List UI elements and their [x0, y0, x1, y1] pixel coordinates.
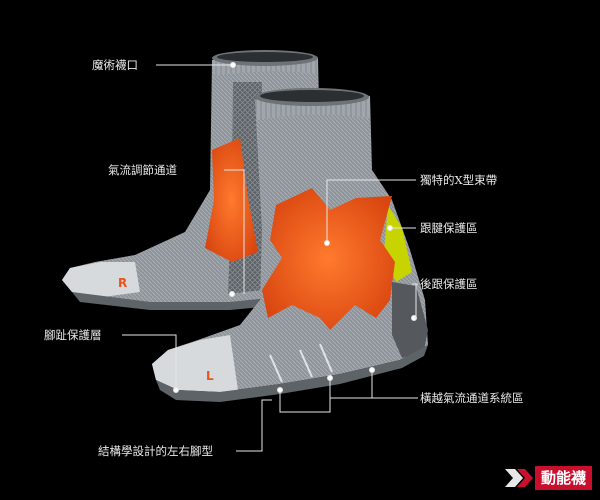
- label-toe-protection: 腳趾保護層: [44, 328, 102, 342]
- right-foot-mark: R: [118, 276, 127, 290]
- label-airflow-channel: 氣流調節通道: [108, 163, 177, 177]
- label-x-band: 獨特的X型束帶: [420, 173, 498, 187]
- right-sock: R: [62, 50, 320, 310]
- label-anatomical-lr: 結構學設計的左右腳型: [98, 444, 213, 458]
- left-foot-mark: L: [206, 369, 214, 383]
- label-heel-protection: 後跟保護區: [420, 277, 478, 291]
- left-sock: L: [152, 88, 428, 402]
- label-achilles-protection: 跟腱保護區: [420, 221, 478, 235]
- brand-name: 動能襪: [534, 466, 592, 490]
- x-logo-icon: [504, 469, 533, 487]
- brand-logo: 動能襪: [503, 466, 592, 490]
- leader-lines: [122, 62, 418, 452]
- label-magic-cuff: 魔術襪口: [92, 58, 138, 72]
- label-cross-airflow-system: 橫越氣流通道系統區: [420, 391, 524, 405]
